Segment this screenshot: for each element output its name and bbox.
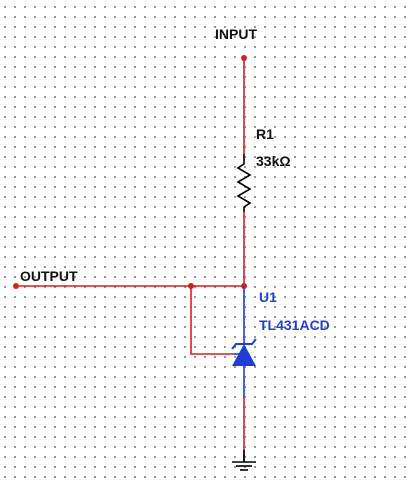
resistor-r1[interactable] [236, 154, 252, 212]
u1-designator: U1 [259, 289, 277, 305]
reference-wire[interactable] [190, 286, 233, 355]
output-net-label: OUTPUT [20, 268, 78, 284]
resistor-value: 33kΩ [256, 153, 291, 169]
ground-icon [232, 450, 256, 471]
input-terminal[interactable] [241, 55, 247, 61]
tl431-regulator-u1[interactable] [231, 286, 257, 398]
u1-part-number: TL431ACD [259, 317, 330, 333]
input-net-label: INPUT [215, 26, 257, 42]
resistor-designator: R1 [256, 126, 274, 142]
output-terminal[interactable] [13, 283, 19, 289]
u1-diode-triangle [232, 344, 256, 366]
